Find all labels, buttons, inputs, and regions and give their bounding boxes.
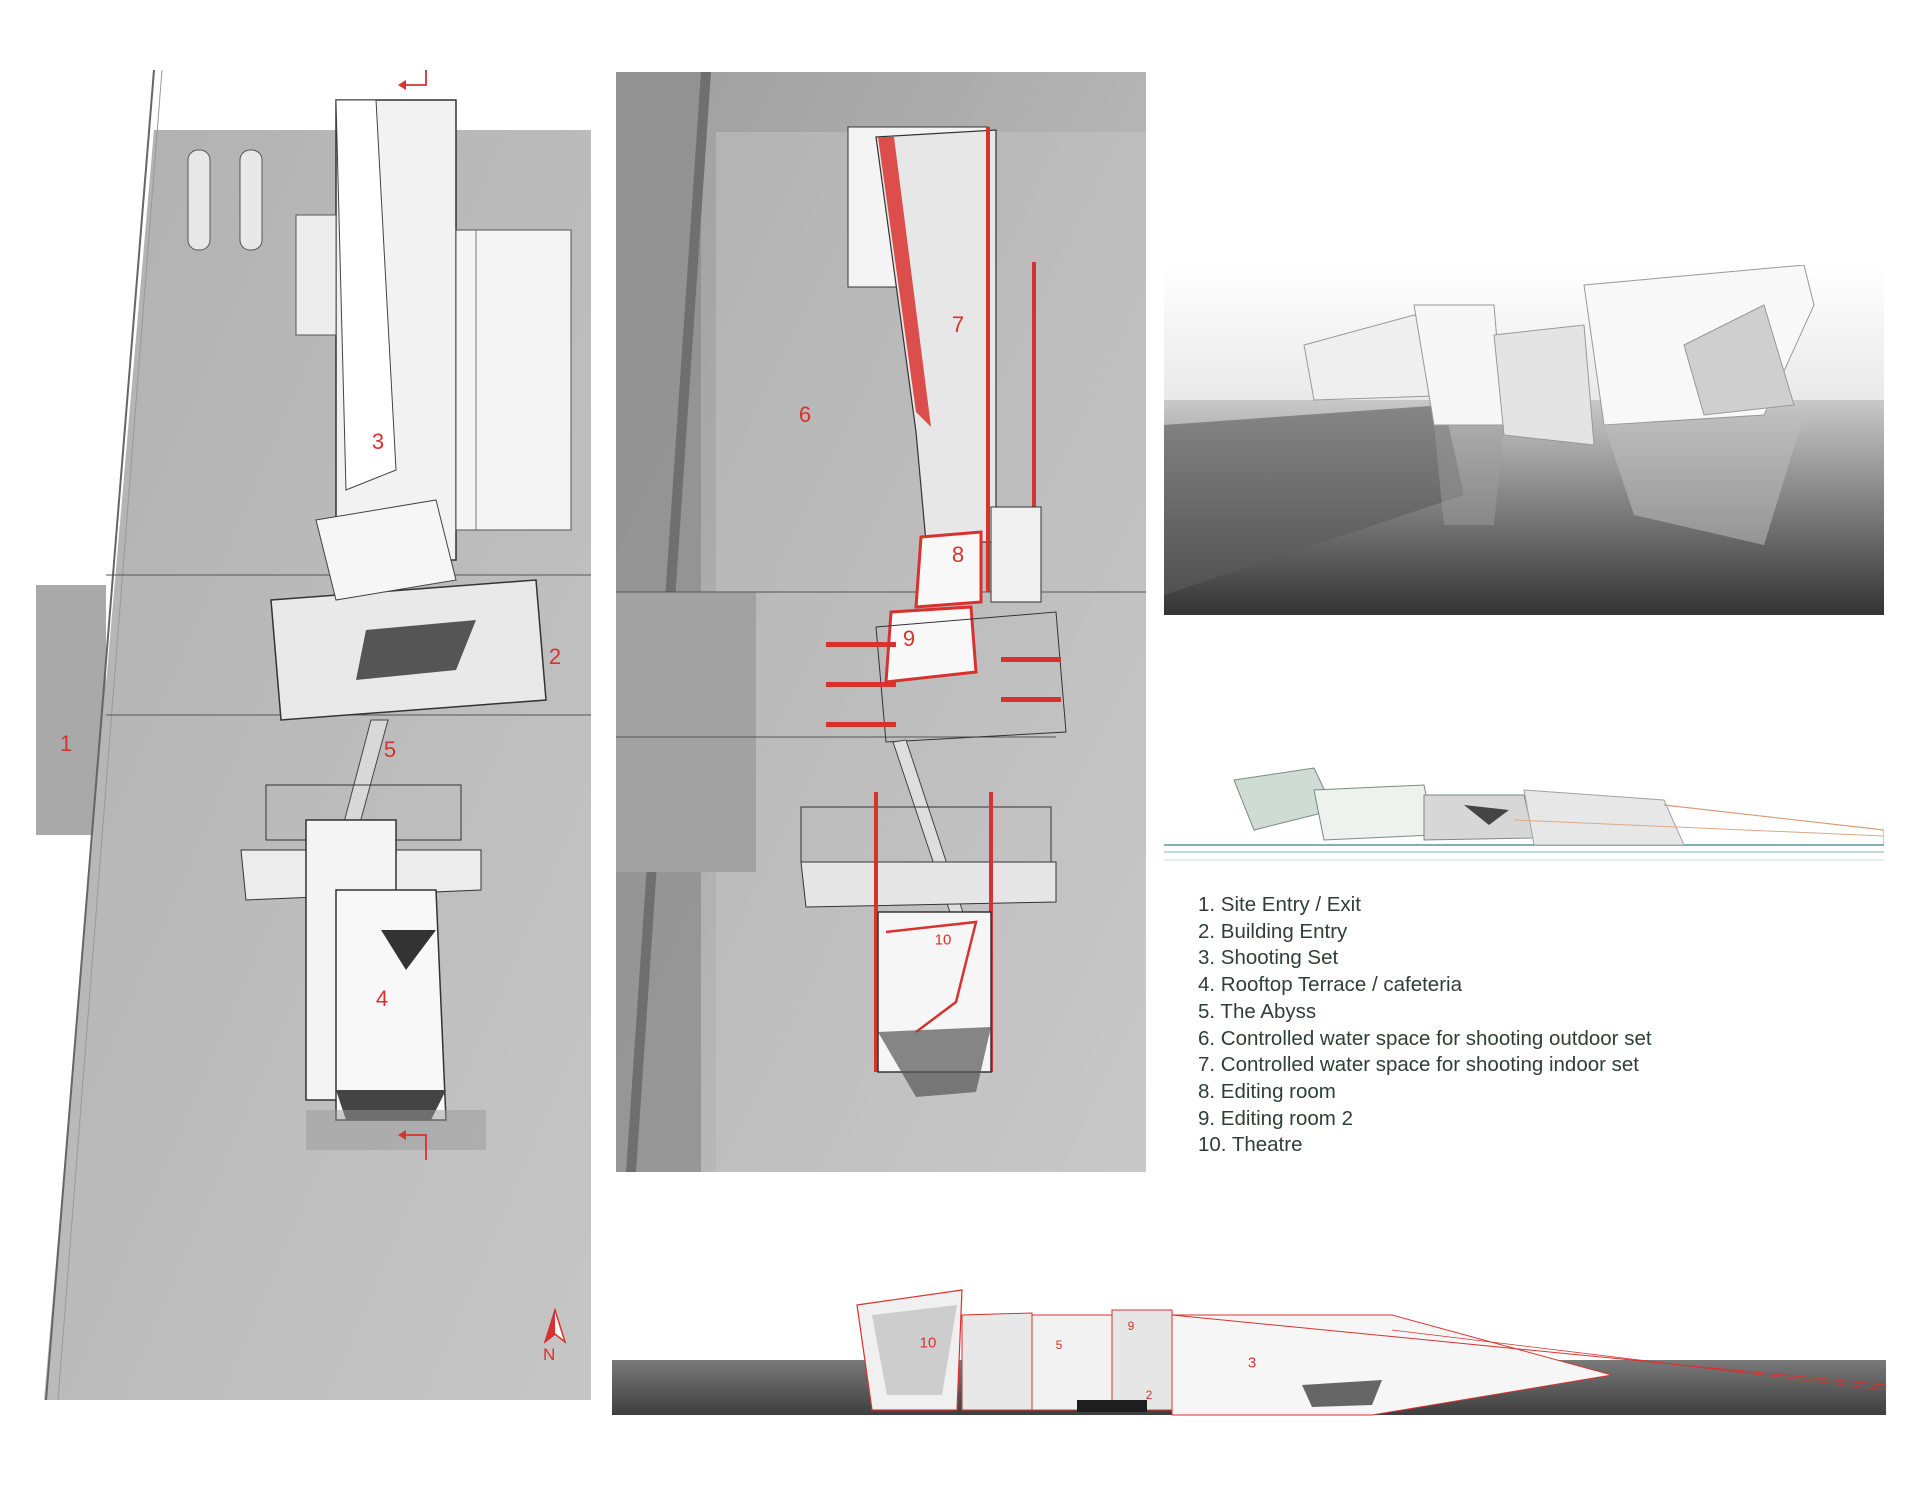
label-indoor-water: 7 bbox=[951, 312, 965, 337]
label-abyss: 5 bbox=[383, 737, 397, 762]
elevation-drawing bbox=[1164, 750, 1884, 870]
section-drawing: 10 5 9 3 2 bbox=[612, 1285, 1886, 1425]
legend-item: 8. Editing room bbox=[1198, 1079, 1336, 1103]
theatre-wing bbox=[800, 861, 1057, 908]
legend-item: 9. Editing room 2 bbox=[1198, 1106, 1353, 1130]
legend-item: 4. Rooftop Terrace / cafeteria bbox=[1198, 973, 1462, 997]
elevation-drawing-svg bbox=[1164, 767, 1884, 861]
section-label-abyss: 5 bbox=[1055, 1338, 1063, 1352]
legend-item: 2. Building Entry bbox=[1198, 919, 1348, 943]
section-label-small: 2 bbox=[1145, 1388, 1153, 1402]
perspective-render-drawing bbox=[1164, 265, 1884, 615]
lower-plan-drawing bbox=[616, 72, 1146, 1172]
label-building-entry: 2 bbox=[548, 644, 562, 669]
label-editing-2: 9 bbox=[902, 626, 916, 651]
boat bbox=[239, 149, 263, 251]
legend-item: 3. Shooting Set bbox=[1198, 946, 1339, 970]
label-site-entry: 1 bbox=[59, 731, 73, 756]
section-arrow-bottom bbox=[398, 1130, 427, 1160]
lower-plan: 6 7 8 9 10 bbox=[616, 72, 1146, 1172]
section-drawing-svg bbox=[612, 1289, 1886, 1416]
north-arrow-icon bbox=[543, 1307, 567, 1345]
perspective-render bbox=[1164, 265, 1884, 615]
compass-letter: N bbox=[543, 1345, 556, 1364]
label-outdoor-water: 6 bbox=[798, 402, 812, 427]
label-rooftop: 4 bbox=[375, 986, 389, 1011]
legend-item: 7. Controlled water space for shooting i… bbox=[1198, 1053, 1640, 1077]
legend-item: 5. The Abyss bbox=[1198, 999, 1317, 1023]
label-shooting-set: 3 bbox=[371, 429, 385, 454]
roof-plan: 1 2 3 4 5 bbox=[36, 60, 596, 1400]
boat bbox=[187, 149, 211, 251]
roof-plan-drawing bbox=[36, 69, 591, 1400]
legend-item: 1. Site Entry / Exit bbox=[1198, 893, 1361, 916]
legend-item: 6. Controlled water space for shooting o… bbox=[1198, 1026, 1652, 1050]
editing-room-2 bbox=[884, 605, 978, 684]
label-theatre: 10 bbox=[934, 931, 952, 949]
legend-item: 10. Theatre bbox=[1198, 1133, 1303, 1157]
building-wing bbox=[455, 229, 572, 531]
section-label-editing-2: 9 bbox=[1127, 1319, 1135, 1333]
section-label-shooting-set: 3 bbox=[1247, 1354, 1257, 1372]
section-arrow-top bbox=[398, 70, 427, 90]
section-label-theatre: 10 bbox=[919, 1334, 937, 1352]
editing-room bbox=[914, 530, 983, 609]
legend: 1. Site Entry / Exit 2. Building Entry 3… bbox=[1198, 892, 1652, 1159]
label-editing: 8 bbox=[951, 542, 965, 567]
